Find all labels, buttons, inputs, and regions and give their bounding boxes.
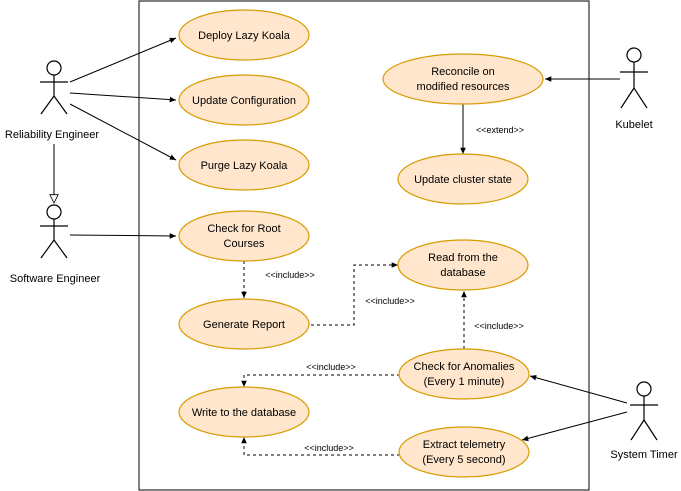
assoc-timer-telemetry	[521, 411, 628, 442]
include-label-anomaly-write: <<include>>	[306, 362, 356, 372]
usecase-write-database[interactable]: Write to the database	[178, 386, 310, 438]
usecase-generate-report[interactable]: Generate Report	[178, 298, 310, 350]
usecase-write-db-label: Write to the database	[192, 407, 296, 419]
include-label-root-report: <<include>>	[265, 270, 315, 280]
actor-software-engineer[interactable]	[40, 204, 68, 259]
usecase-purge-label: Purge Lazy Koala	[201, 160, 289, 172]
usecase-purge-lazy-koala[interactable]: Purge Lazy Koala	[178, 139, 310, 191]
usecase-check-root-courses[interactable]: Check for Root Courses	[178, 210, 310, 262]
actor-system-timer[interactable]	[630, 381, 658, 441]
usecase-root-courses-line1: Check for Root	[207, 223, 280, 235]
usecase-read-database[interactable]: Read from the database	[397, 239, 529, 291]
actor-kubelet[interactable]	[620, 47, 648, 109]
usecase-deploy-label: Deploy Lazy Koala	[198, 30, 291, 42]
assoc-re-update-config	[69, 92, 177, 103]
usecase-update-configuration[interactable]: Update Configuration	[178, 74, 310, 126]
usecase-extract-telemetry[interactable]: Extract telemetry (Every 5 second)	[398, 426, 530, 478]
kubelet-label: Kubelet	[615, 119, 652, 131]
system-timer-label: System Timer	[610, 449, 678, 461]
software-engineer-label: Software Engineer	[10, 273, 101, 285]
usecase-generate-report-label: Generate Report	[203, 319, 285, 331]
usecase-check-anomalies[interactable]: Check for Anomalies (Every 1 minute)	[398, 348, 530, 400]
usecase-reconcile-line2: modified resources	[417, 81, 510, 93]
include-label-anomaly-read: <<include>>	[474, 321, 524, 331]
usecase-telemetry-line2: (Every 5 second)	[422, 454, 505, 466]
actor-reliability-engineer[interactable]	[40, 60, 68, 115]
usecase-reconcile[interactable]: Reconcile on modified resources	[382, 53, 544, 105]
reliability-engineer-label: Reliability Engineer	[5, 129, 99, 141]
usecase-update-cluster-label: Update cluster state	[414, 174, 512, 186]
include-label-report-read: <<include>>	[365, 296, 415, 306]
usecase-telemetry-line1: Extract telemetry	[423, 439, 506, 451]
include-label-telemetry-write: <<include>>	[304, 443, 354, 453]
include-report-read	[311, 262, 398, 326]
usecase-reconcile-line1: Reconcile on	[431, 66, 495, 78]
include-anomaly-write	[241, 374, 400, 387]
assoc-se-root-courses	[69, 233, 177, 239]
usecase-anomalies-line1: Check for Anomalies	[414, 361, 515, 373]
usecase-anomalies-line2: (Every 1 minute)	[424, 376, 505, 388]
extend-label: <<extend>>	[476, 125, 524, 135]
usecase-deploy-lazy-koala[interactable]: Deploy Lazy Koala	[178, 9, 310, 61]
usecase-update-config-label: Update Configuration	[192, 95, 296, 107]
assoc-re-deploy	[69, 37, 177, 83]
assoc-re-purge	[69, 103, 177, 161]
usecase-update-cluster-state[interactable]: Update cluster state	[397, 153, 529, 205]
usecase-read-db-line2: database	[440, 267, 485, 279]
assoc-timer-anomalies	[529, 374, 628, 404]
include-telemetry-write	[241, 437, 400, 456]
usecase-read-db-line1: Read from the	[428, 252, 498, 264]
usecase-root-courses-line2: Courses	[224, 238, 265, 250]
